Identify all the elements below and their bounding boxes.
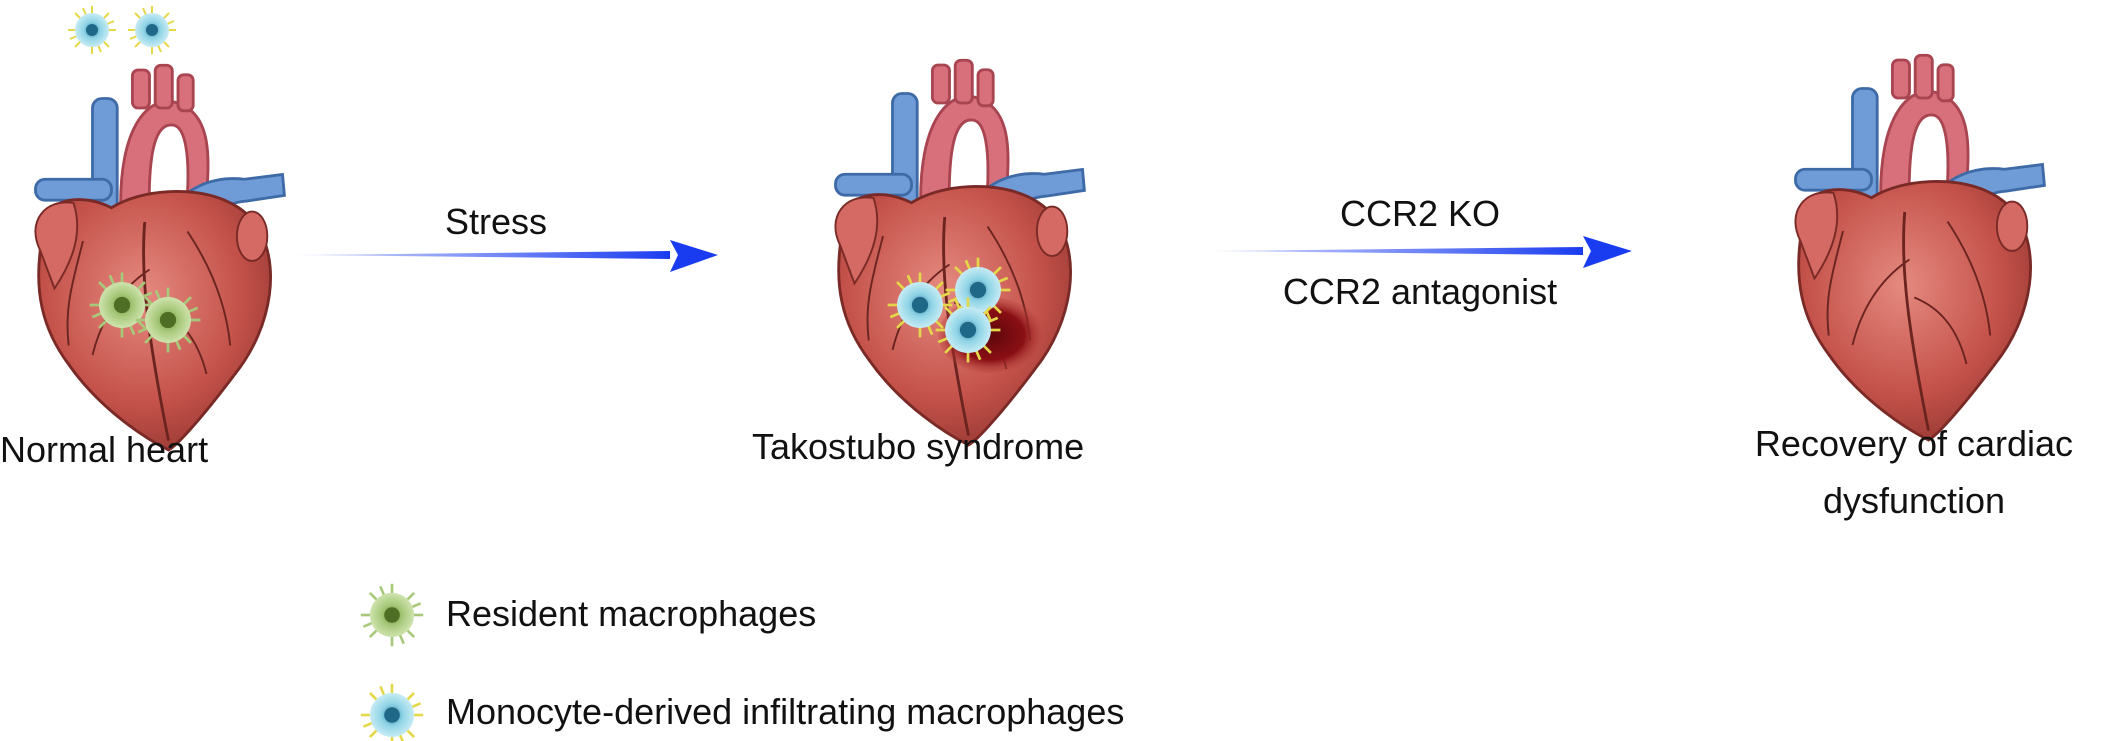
- resident-macrophage-icon: [88, 271, 156, 339]
- recovery-label: Recovery of cardiac dysfunction: [1700, 422, 2128, 522]
- floating-monocyte-icon: [127, 5, 177, 55]
- recovery-label-line2: dysfunction: [1822, 480, 2006, 522]
- resident-macrophage-icon: [134, 286, 202, 354]
- infiltrating-macrophage-icon: [886, 271, 954, 339]
- legend-monocyte-label: Monocyte-derived infiltrating macrophage…: [446, 691, 1125, 732]
- recovered-heart-illustration: [1793, 53, 2046, 442]
- legend-resident-label: Resident macrophages: [446, 593, 817, 634]
- normal-heart-label: Normal heart: [0, 429, 209, 470]
- resident-macrophage-icon: [359, 582, 425, 648]
- ccr2-arrow: [1210, 236, 1632, 268]
- monocyte-macrophage-icon: [359, 682, 425, 741]
- ccr2-ko-label: CCR2 KO: [1339, 193, 1501, 234]
- normal-heart-illustration: [33, 63, 286, 452]
- floating-monocyte-icon: [67, 5, 117, 55]
- stress-label: Stress: [445, 201, 548, 242]
- recovery-label-line1: Recovery of cardiac: [1754, 423, 2074, 464]
- infiltrating-macrophage-icon: [934, 296, 1002, 364]
- ccr2-antagonist-label: CCR2 antagonist: [1282, 271, 1558, 312]
- stress-arrow: [295, 240, 718, 272]
- takotsubo-heart-illustration: [833, 58, 1086, 447]
- takotsubo-label: Takostubo syndrome: [752, 426, 1085, 467]
